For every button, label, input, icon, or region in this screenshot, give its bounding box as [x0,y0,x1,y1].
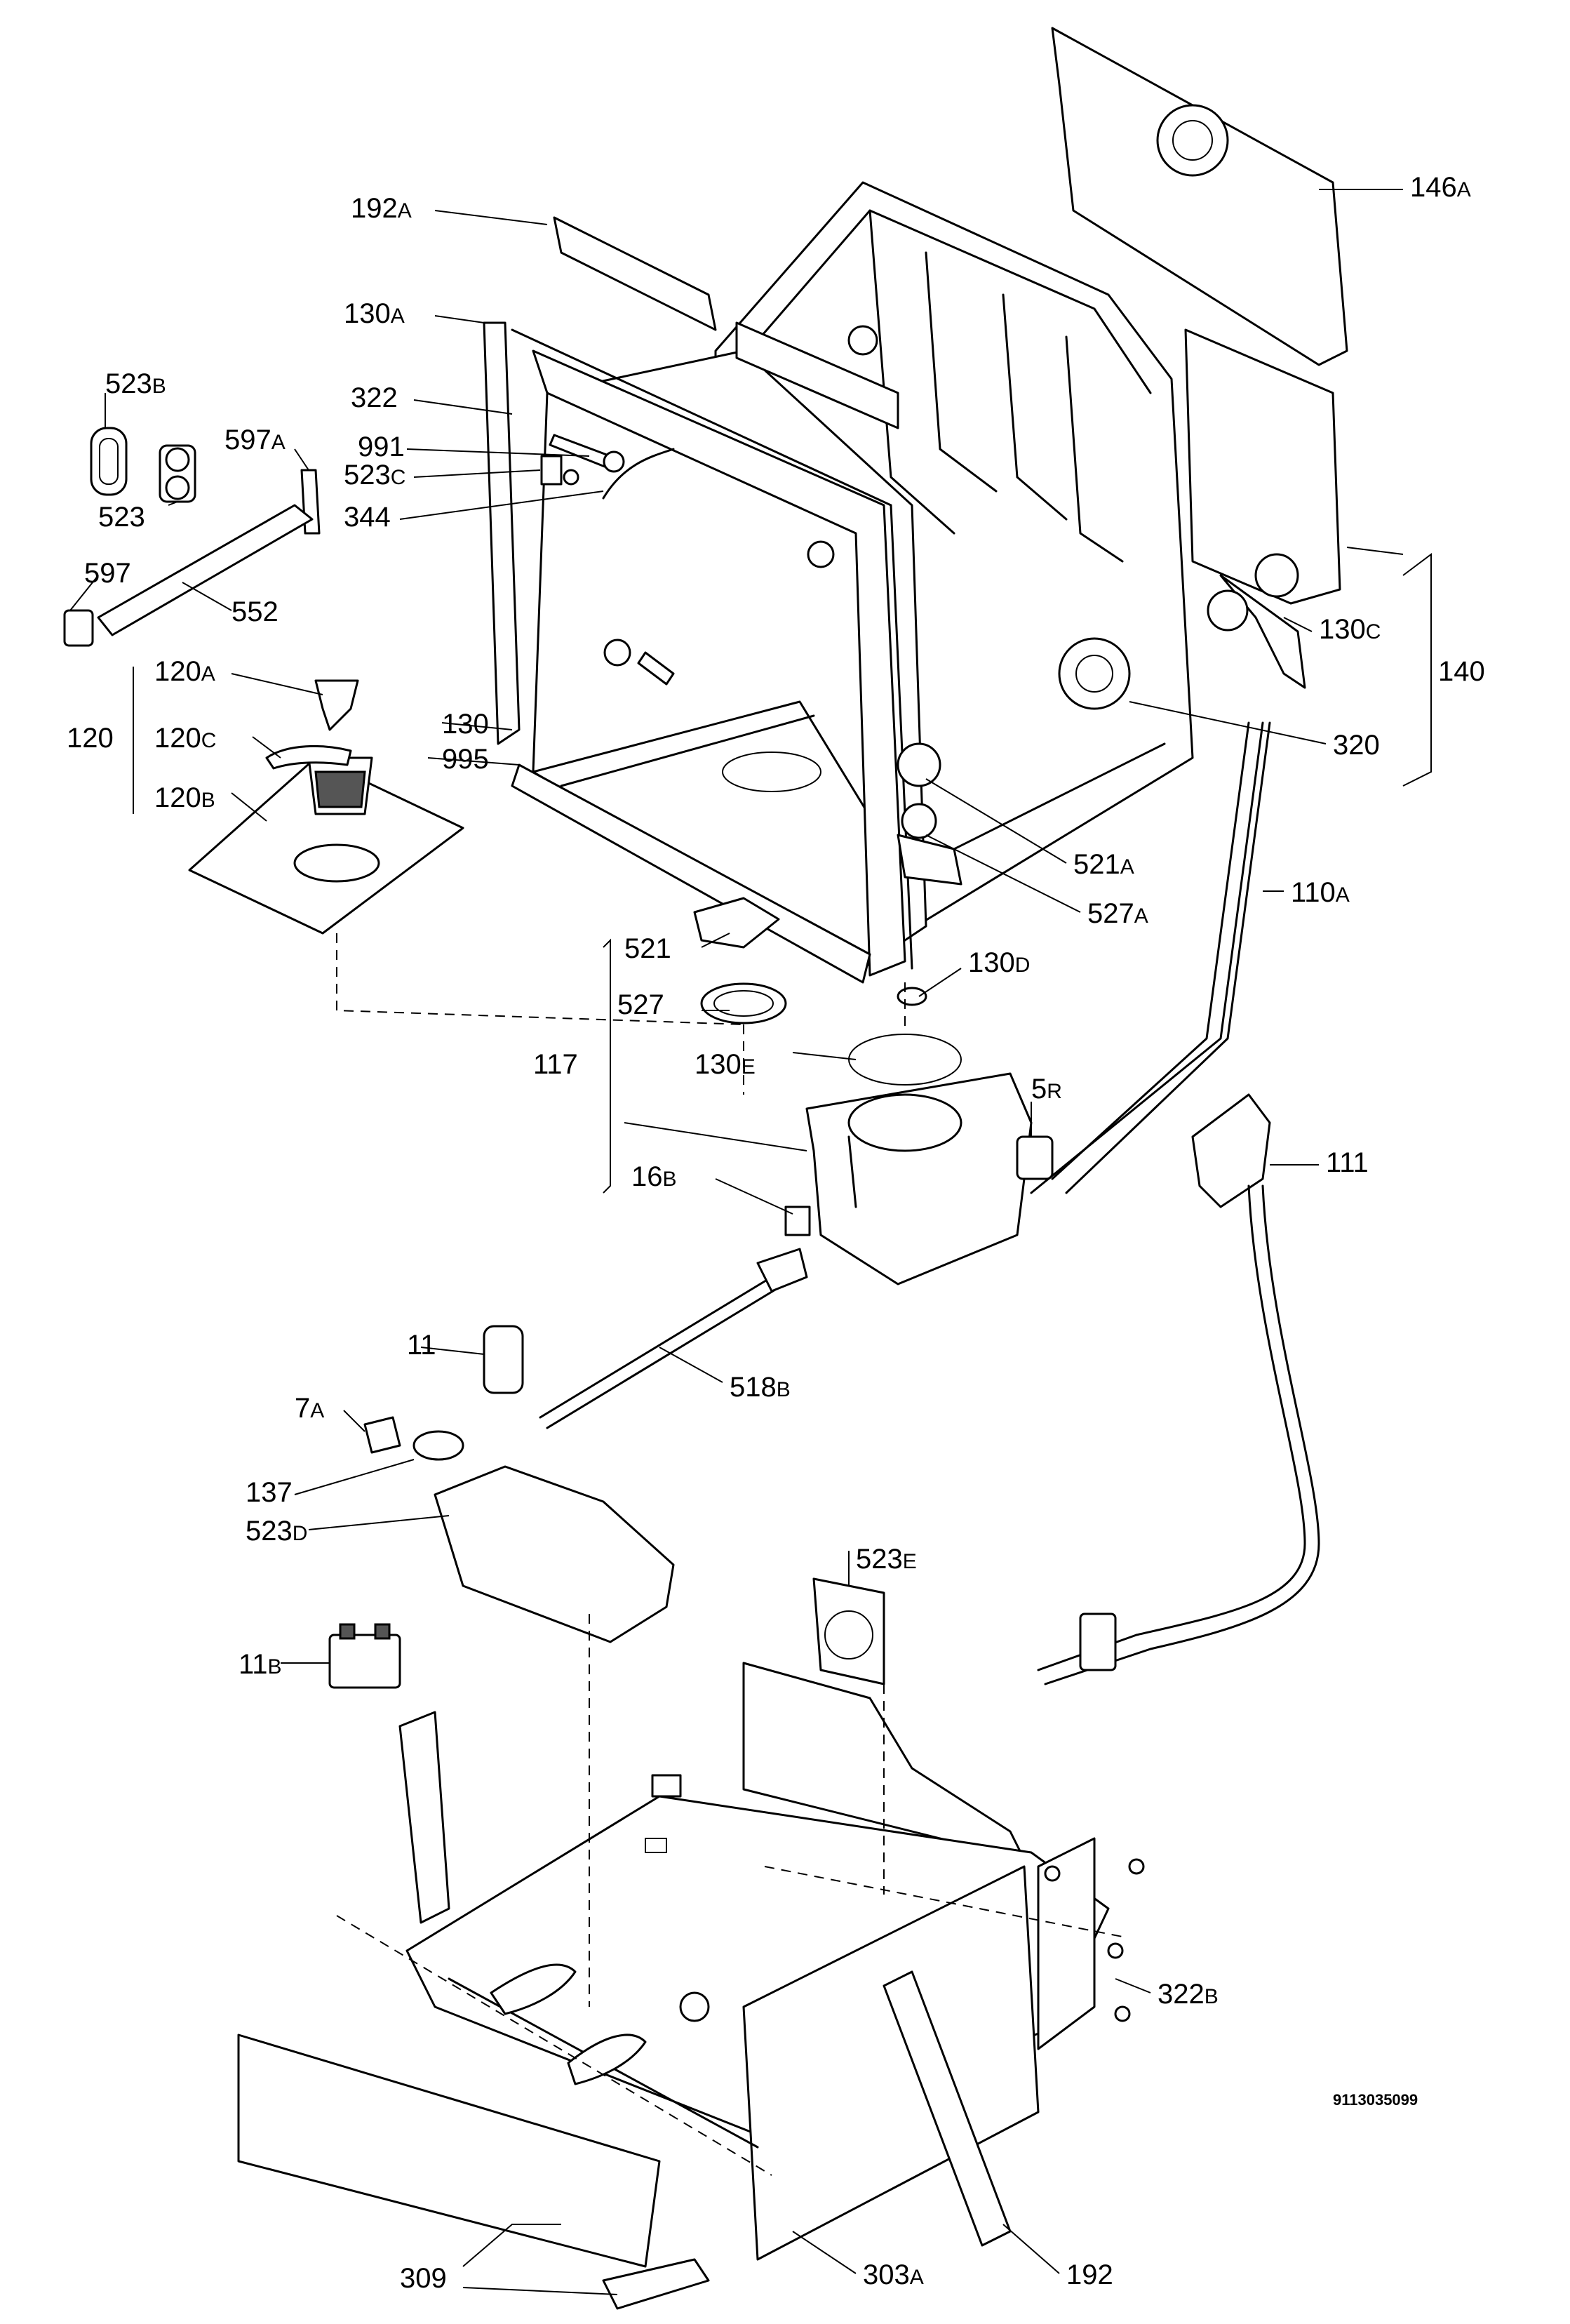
label-192a: 192A [351,193,412,224]
label-523e: 523E [856,1544,917,1575]
label-303a: 303A [863,2259,924,2290]
inlet-hose [1037,1093,1320,1685]
label-597a: 597A [224,425,286,455]
label-111: 111 [1326,1147,1369,1178]
label-320: 320 [1333,730,1380,761]
label-995: 995 [442,744,489,775]
label-130a: 130A [344,298,405,329]
label-137: 137 [246,1477,293,1508]
label-120a: 120A [154,656,215,687]
label-120c: 120C [154,723,216,754]
label-521a: 521A [1073,849,1134,880]
label-523b: 523B [105,368,166,399]
label-5r: 5R [1031,1074,1062,1104]
label-11: 11 [407,1330,436,1361]
label-130e: 130E [695,1049,756,1080]
label-518b: 518B [730,1372,791,1403]
label-597: 597 [84,558,131,589]
document-id: 9113035099 [1333,2091,1418,2109]
rear-panel-assembly [1051,27,1348,710]
label-309: 309 [400,2263,447,2294]
label-523d: 523D [246,1516,307,1547]
filter-assembly [188,679,464,935]
electrical-parts [328,1248,885,1689]
label-130: 130 [442,709,489,740]
label-527: 527 [617,989,664,1020]
label-120b: 120B [154,782,215,813]
tub-assembly [483,181,1194,984]
label-120: 120 [67,723,114,754]
label-130c: 130C [1319,614,1381,645]
label-7a: 7A [295,1393,324,1424]
label-110a: 110A [1291,877,1350,908]
base-frame [237,1662,1145,2310]
label-344: 344 [344,502,391,533]
label-523c: 523C [344,460,405,490]
label-117: 117 [533,1049,578,1080]
label-11b: 11B [239,1649,282,1680]
assembly-guides [336,933,1123,2176]
label-552: 552 [232,596,279,627]
label-521: 521 [624,933,671,964]
label-322b: 322B [1158,1979,1219,2010]
label-527a: 527A [1087,898,1148,929]
label-140: 140 [1438,656,1485,687]
part-labels: 192A 146A 130A 523B 322 597A 991 523C 52… [67,172,1485,2294]
label-991: 991 [358,432,405,462]
label-523: 523 [98,502,145,533]
sump-assembly [693,721,1271,1285]
leader-lines [69,189,1432,2295]
small-parts-left [63,427,675,686]
label-130d: 130D [968,947,1030,978]
label-16b: 16B [631,1161,677,1192]
label-322: 322 [351,382,398,413]
label-146a: 146A [1410,172,1471,203]
label-192: 192 [1066,2259,1113,2290]
